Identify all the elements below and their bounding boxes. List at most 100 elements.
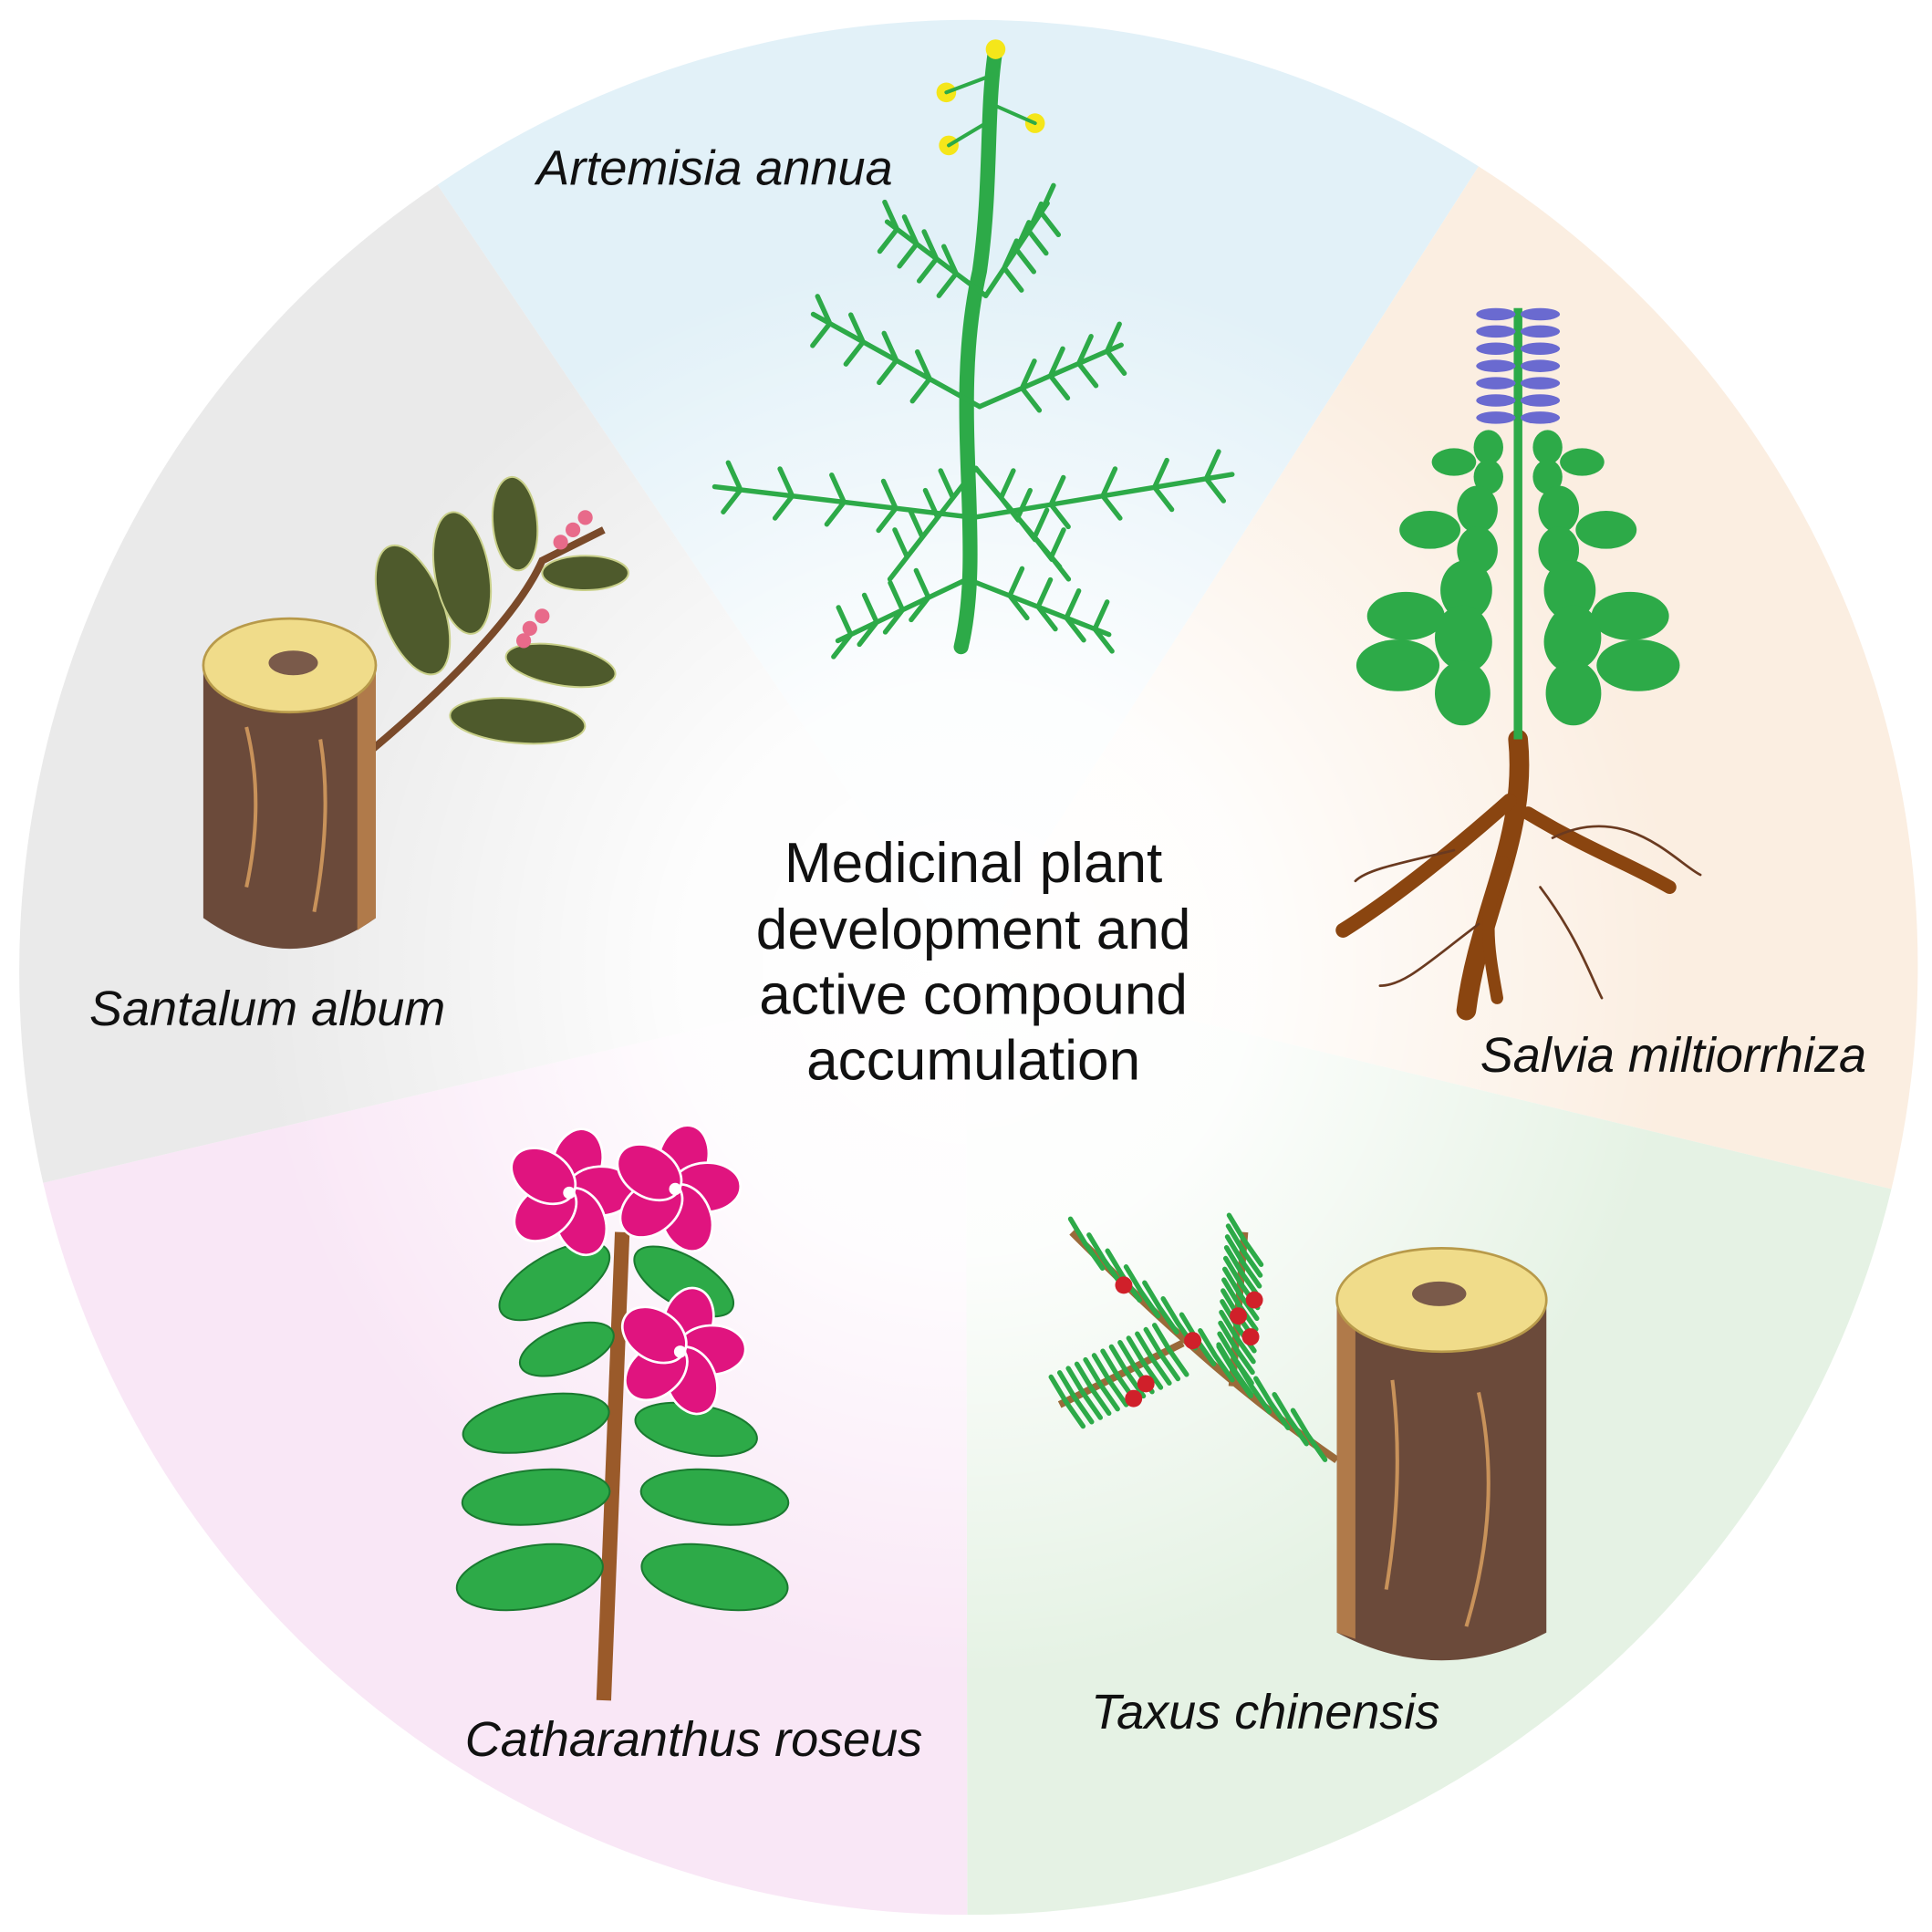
salvia-flower [1520, 342, 1561, 356]
santalum-branch [367, 526, 606, 755]
artemisia-plant-illustration [712, 39, 1235, 660]
taxus-berry [1230, 1307, 1248, 1325]
taxus-needle [1216, 1342, 1253, 1397]
salvia-flower [1520, 325, 1561, 338]
taxus-needle [1217, 1331, 1254, 1386]
salvia-flower [1476, 377, 1516, 390]
salvia-flower [1476, 342, 1516, 356]
santalum-flower [566, 522, 581, 537]
artemisia-branch [982, 182, 1062, 298]
salvia-leaf [1356, 639, 1440, 691]
santalum-flower [553, 535, 568, 550]
taxus-needle [1108, 1344, 1147, 1399]
salvia-leaf [1431, 448, 1477, 476]
taxus-needle [1083, 1356, 1120, 1412]
artemisia-stem [953, 41, 1003, 655]
taxus-needle [1142, 1280, 1179, 1335]
taxus-needle [1224, 1234, 1262, 1289]
taxus-berry [1125, 1389, 1143, 1407]
santalum-leaf [504, 642, 617, 689]
salvia-leaf [1575, 511, 1637, 549]
santalum-flower [535, 608, 550, 624]
salvia-leaf [1596, 639, 1680, 691]
artemisia-branch [887, 465, 979, 582]
santalum-plant-illustration [202, 475, 629, 950]
salvia-plant-illustration [1335, 307, 1702, 1021]
santalum-flower [522, 620, 537, 637]
label-taxus-chinensis: Taxus chinensis [1091, 1685, 1439, 1740]
catharanthus-flower-eye [673, 1345, 687, 1358]
taxus-needle [1272, 1391, 1309, 1447]
salvia-leaf [1435, 605, 1491, 670]
salvia-flower [1476, 325, 1516, 338]
salvia-leaf [1399, 511, 1461, 549]
catharanthus-flower-eye [669, 1182, 681, 1196]
salvia-flower [1520, 394, 1561, 407]
center-title-line: development and [756, 898, 1191, 961]
taxus-needle [1225, 1223, 1263, 1278]
label-catharanthus-roseus: Catharanthus roseus [465, 1712, 922, 1767]
salvia-leaf [1591, 591, 1669, 640]
taxus-needle [1123, 1264, 1161, 1319]
taxus-needle [1143, 1326, 1181, 1382]
taxus-needle [1218, 1320, 1255, 1376]
taxus-berry [1241, 1328, 1260, 1346]
salvia-leaf [1532, 459, 1563, 494]
catharanthus-leaf [461, 1468, 611, 1526]
catharanthus-leaf [518, 1321, 615, 1377]
taxus-needle [1067, 1216, 1106, 1272]
center-title: Medicinal plant development and active c… [756, 832, 1191, 1092]
salvia-leaf [1532, 430, 1563, 465]
artemisia-branch [971, 449, 1235, 530]
taxus-needle [1290, 1407, 1328, 1462]
artemisia-branch [977, 321, 1127, 413]
artemisia-branch [877, 199, 989, 298]
artemisia-flower-head [985, 39, 1006, 59]
salvia-leaf [1538, 485, 1580, 534]
center-title-line: Medicinal plant [784, 832, 1162, 895]
taxus-needle [1221, 1266, 1260, 1322]
taxus-log [1335, 1247, 1548, 1661]
taxus-needle [1074, 1361, 1112, 1417]
label-santalum-album: Santalum album [89, 982, 445, 1036]
catharanthus-plant-illustration [455, 1124, 790, 1701]
salvia-leaf [1435, 660, 1491, 726]
taxus-needle [1056, 1370, 1095, 1425]
catharanthus-leaf [639, 1468, 790, 1526]
salvia-leaf [1473, 430, 1503, 465]
taxus-berry [1184, 1332, 1202, 1350]
salvia-leaf [1560, 448, 1605, 476]
taxus-needle [1219, 1309, 1256, 1365]
taxus-berry [1137, 1375, 1155, 1393]
santalum-leaf [491, 475, 539, 572]
santalum-flower [577, 510, 593, 525]
artemisia-branch [831, 567, 971, 660]
santalum-leaf [449, 697, 587, 745]
taxus-needle [1151, 1323, 1189, 1377]
salvia-flower [1476, 411, 1516, 424]
taxus-needle [1048, 1374, 1086, 1429]
taxus-needle [1226, 1212, 1264, 1267]
salvia-flower [1520, 307, 1561, 321]
salvia-flower [1520, 359, 1561, 372]
salvia-flower [1476, 359, 1516, 372]
center-title-line: active compound [759, 964, 1188, 1027]
taxus-needle [1135, 1331, 1172, 1386]
salvia-leaf [1457, 485, 1498, 534]
salvia-leaf [1440, 559, 1492, 621]
artemisia-branch [810, 294, 982, 410]
salvia-flower [1520, 377, 1561, 390]
artemisia-branch [973, 465, 1072, 582]
artemisia-branch [964, 566, 1115, 654]
santalum-log [202, 617, 378, 950]
taxus-needle [1253, 1376, 1291, 1430]
artemisia-branch [712, 460, 976, 534]
taxus-needle [1091, 1353, 1129, 1407]
santalum-leaf [432, 511, 493, 635]
salvia-flower [1476, 307, 1516, 321]
salvia-flower [1520, 411, 1561, 424]
taxus-needle [1065, 1366, 1103, 1420]
salvia-leaf [1473, 459, 1503, 494]
salvia-leaf [1543, 559, 1596, 621]
